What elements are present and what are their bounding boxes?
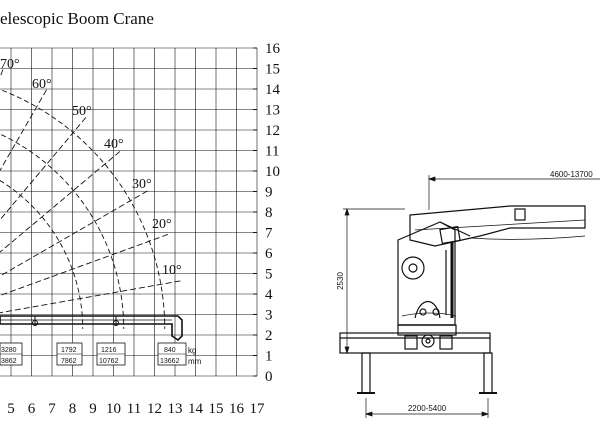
working-radius-arc — [0, 89, 166, 329]
x-tick-label: 12 — [147, 401, 162, 417]
load-box-1: 3280 3862 — [0, 342, 23, 366]
boom-angle-line — [0, 233, 171, 297]
angle-label: 70° — [0, 57, 20, 72]
load-box-1-weight: 3280 — [1, 347, 17, 354]
y-tick-label: 15 — [265, 62, 280, 78]
diagram-title: elescopic Boom Crane — [0, 9, 154, 28]
boom-pivot — [401, 256, 425, 280]
y-tick-label: 11 — [265, 144, 279, 160]
crane-side-view — [339, 205, 586, 394]
boom-angle-line — [0, 87, 49, 172]
dimension-lines — [343, 175, 600, 418]
load-chart-grid — [0, 47, 258, 377]
y-tick-label: 9 — [265, 185, 273, 201]
y-tick-label: 3 — [265, 308, 273, 324]
angle-label: 30° — [132, 177, 152, 192]
outrigger-beam — [339, 332, 491, 354]
height-label: 2530 — [336, 272, 345, 290]
y-tick-label: 0 — [265, 369, 273, 385]
x-tick-label: 5 — [7, 401, 15, 417]
working-radius-arc — [0, 133, 125, 329]
load-box-3: 1216 10762 — [96, 342, 126, 366]
y-tick-label: 7 — [265, 226, 273, 242]
x-tick-label: 14 — [188, 401, 204, 417]
angle-label: 50° — [72, 104, 92, 119]
y-tick-label: 13 — [265, 103, 280, 119]
load-box-3-weight: 1216 — [101, 347, 117, 354]
x-tick-label: 8 — [69, 401, 77, 417]
angle-label: 20° — [152, 217, 172, 232]
y-tick-label: 10 — [265, 164, 280, 180]
outrigger-span-label: 2200-5400 — [408, 404, 447, 413]
boom-angle-line — [0, 189, 151, 277]
x-tick-label: 17 — [250, 401, 266, 417]
load-box-1-radius: 3862 — [1, 358, 17, 365]
x-tick-label: 15 — [209, 401, 224, 417]
unit-kg: kg — [188, 346, 196, 355]
unit-mm: mm — [188, 357, 202, 366]
load-box-4-radius: 13662 — [160, 358, 180, 365]
x-tick-label: 7 — [48, 401, 56, 417]
x-tick-label: 13 — [168, 401, 183, 417]
y-tick-label: 2 — [265, 328, 273, 344]
working-radius-arc — [0, 180, 84, 329]
y-tick-label: 12 — [265, 123, 280, 139]
x-tick-label: 9 — [89, 401, 97, 417]
load-box-2: 1792 7862 — [56, 342, 83, 366]
boom-horizontal — [0, 315, 183, 342]
boom-hook-block — [514, 208, 526, 221]
angle-label: 10° — [162, 263, 182, 278]
boom-length-label: 4600-13700 — [550, 170, 593, 179]
angle-label: 60° — [32, 77, 52, 92]
boom-angle-line — [0, 66, 5, 79]
y-tick-label: 5 — [265, 267, 273, 283]
y-tick-label: 1 — [265, 349, 273, 365]
y-tick-label: 14 — [265, 82, 281, 98]
x-tick-label: 11 — [127, 401, 141, 417]
load-box-4: 840 13662 — [157, 342, 187, 366]
angle-label: 40° — [104, 137, 124, 152]
load-box-3-radius: 10762 — [99, 358, 119, 365]
boom-angle-line — [0, 279, 184, 314]
outrigger-leg-right — [483, 352, 493, 394]
x-tick-label: 6 — [28, 401, 36, 417]
working-range-arcs — [0, 66, 184, 329]
x-tick-label: 10 — [106, 401, 121, 417]
crane-column — [397, 221, 456, 326]
y-tick-label: 6 — [265, 246, 273, 262]
load-box-2-weight: 1792 — [61, 347, 77, 354]
load-box-2-radius: 7862 — [61, 358, 77, 365]
y-tick-label: 16 — [265, 41, 281, 57]
telescopic-boom — [409, 205, 586, 247]
outrigger-leg-left — [361, 352, 371, 394]
boom-angle-line — [0, 149, 123, 253]
load-box-4-weight: 840 — [164, 347, 176, 354]
y-tick-label: 8 — [265, 205, 273, 221]
y-tick-label: 4 — [265, 287, 273, 303]
slewing-ring — [421, 334, 435, 348]
angle-labels: 70° 60° 50° 40° 30° 20° 10° — [0, 57, 182, 278]
x-tick-label: 16 — [229, 401, 245, 417]
